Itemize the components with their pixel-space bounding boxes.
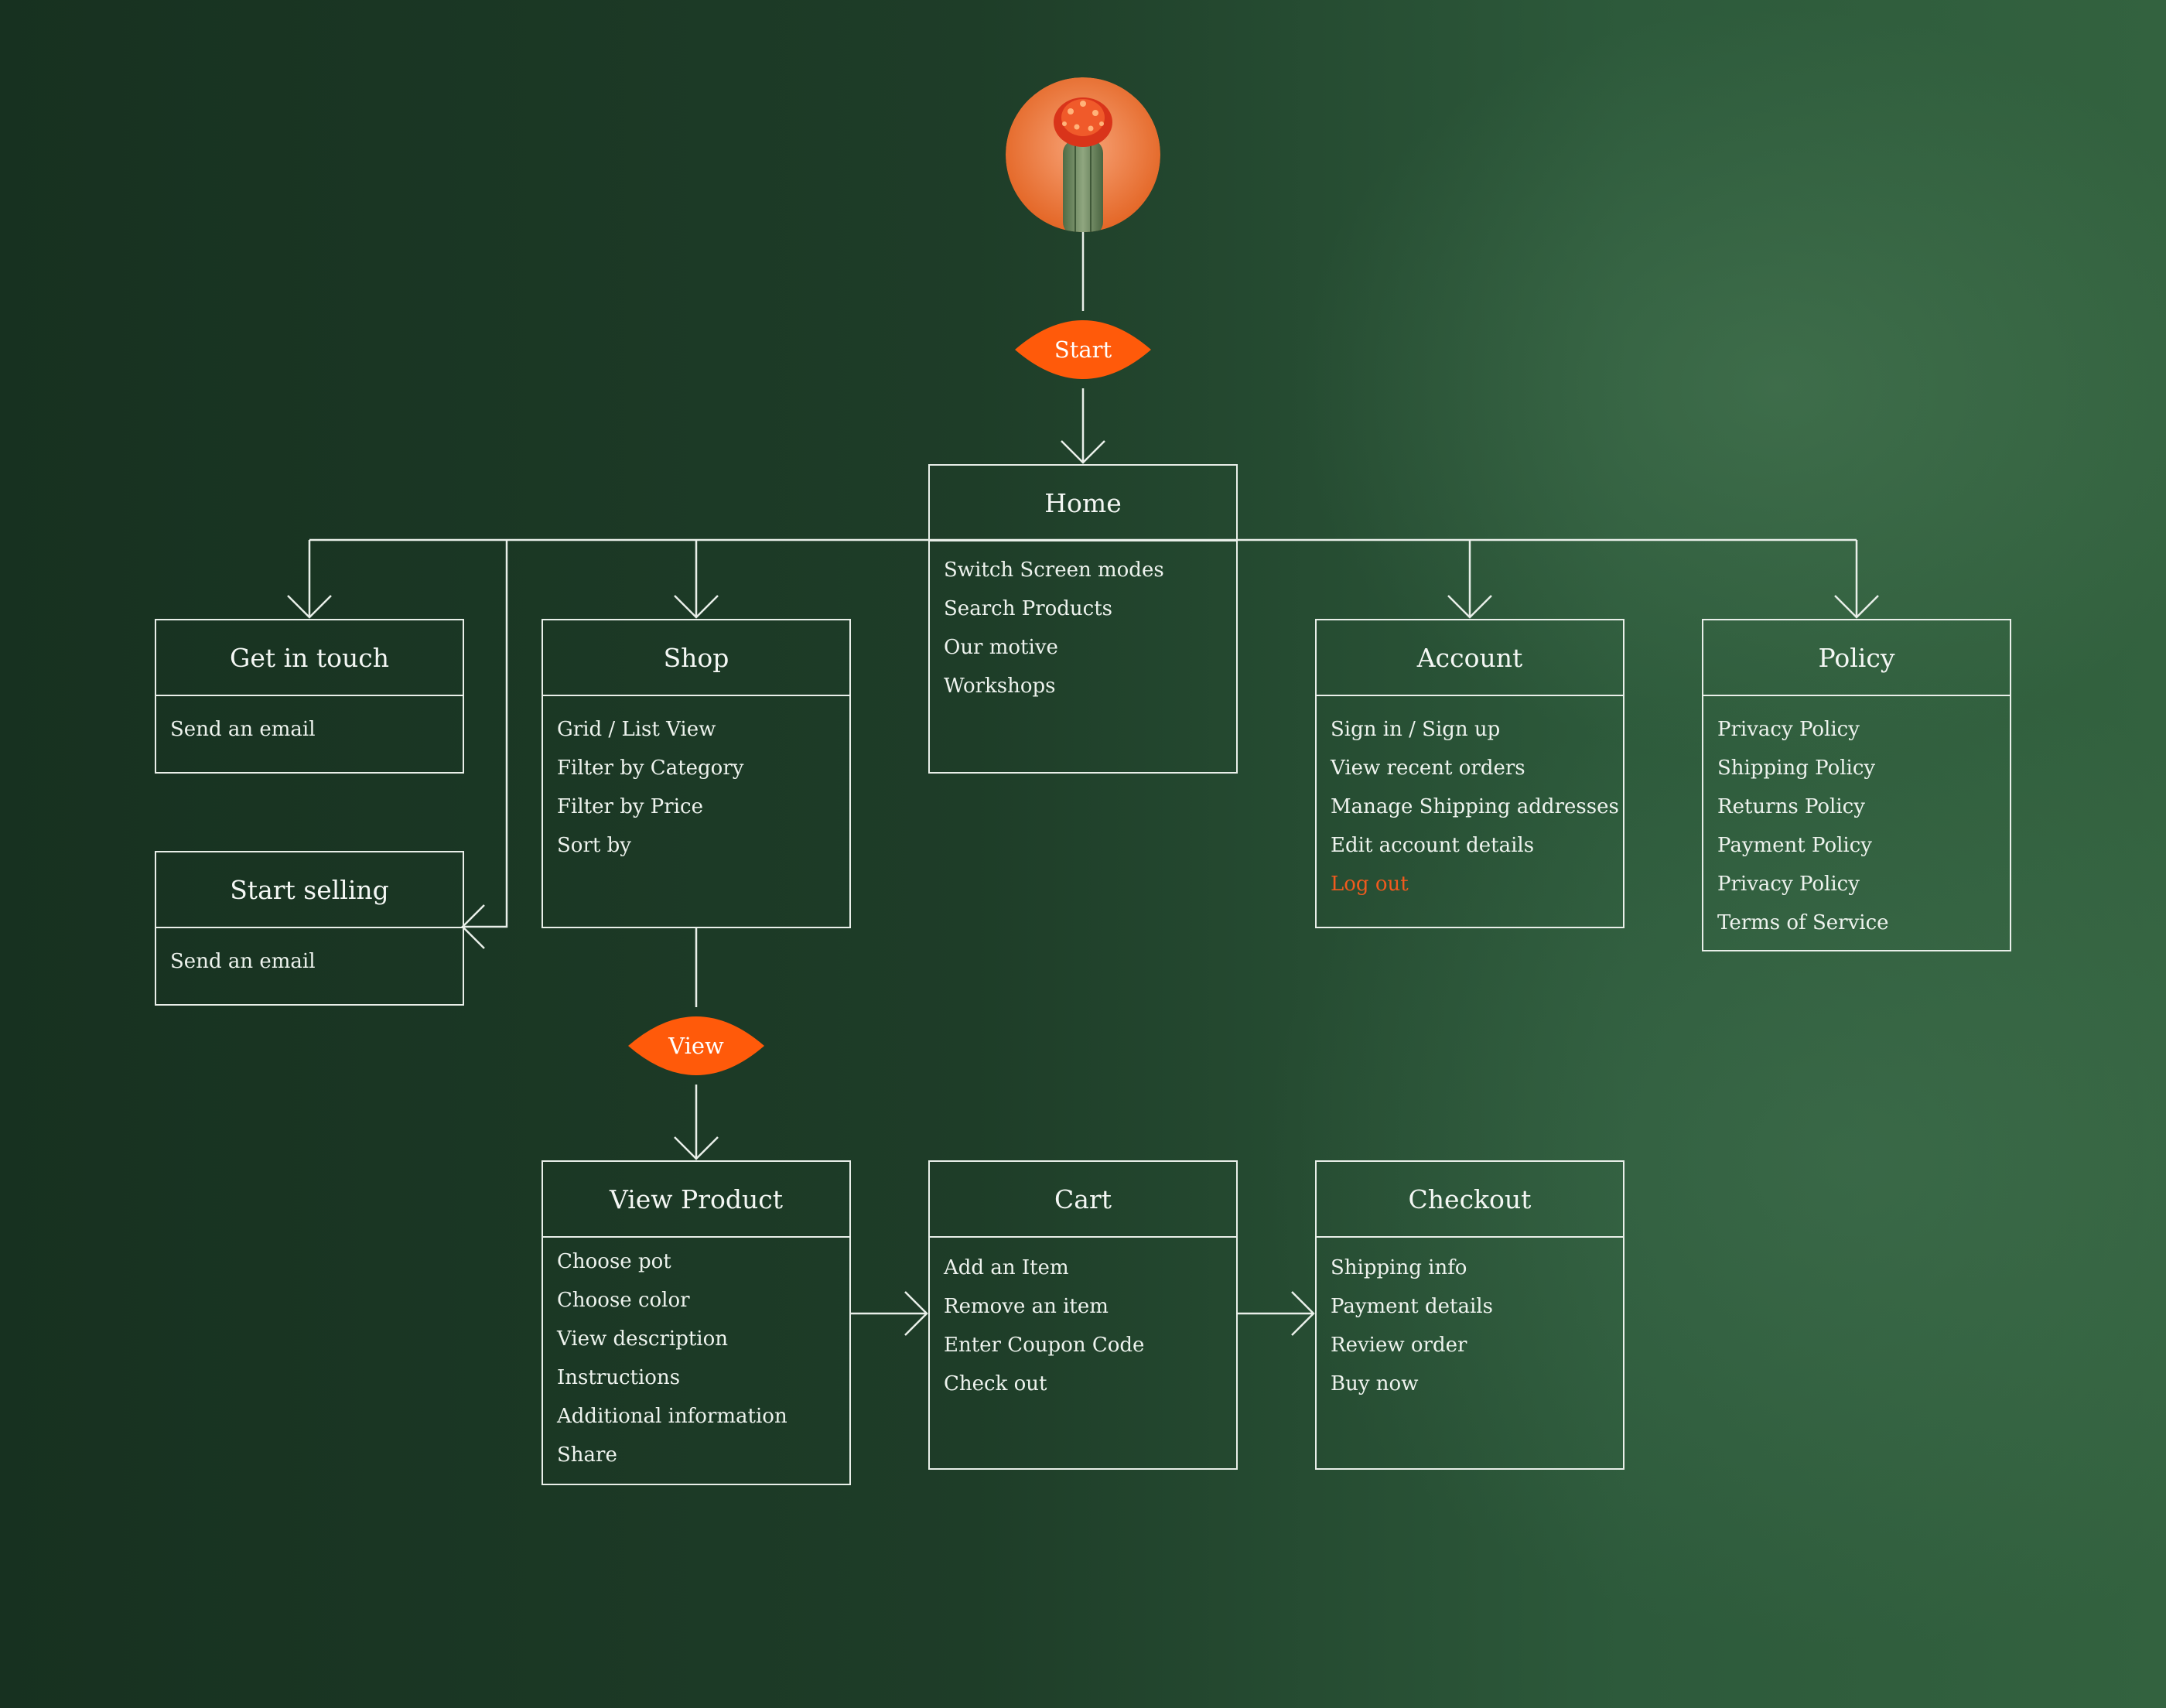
checkout-item-shipping-info: Shipping info (1331, 1249, 1623, 1287)
policy-items: Privacy Policy Shipping Policy Returns P… (1703, 696, 2010, 942)
cart-item-coupon: Enter Coupon Code (944, 1326, 1236, 1365)
policy-item-shipping: Shipping Policy (1717, 749, 2010, 787)
start-label: Start (1054, 336, 1112, 363)
view-product-item-view-description: View description (557, 1320, 849, 1358)
shop-item-sort-by: Sort by (557, 826, 849, 865)
policy-item-terms: Terms of Service (1717, 904, 2010, 942)
cart-item-add: Add an Item (944, 1249, 1236, 1287)
account-item-shipping-addresses: Manage Shipping addresses (1331, 787, 1623, 826)
shop-title: Shop (543, 620, 849, 696)
home-item-search-products: Search Products (944, 589, 1236, 628)
start-selling-box: Start selling Send an email (155, 851, 464, 1006)
home-item-our-motive: Our motive (944, 628, 1236, 667)
get-in-touch-item-send-email: Send an email (170, 710, 463, 749)
home-box: Home Switch Screen modes Search Products… (928, 464, 1238, 774)
home-item-workshops: Workshops (944, 667, 1236, 705)
view-product-box: View Product Choose pot Choose color Vie… (542, 1160, 851, 1485)
account-item-log-out: Log out (1331, 865, 1623, 904)
view-decision: View (628, 1007, 764, 1085)
get-in-touch-title: Get in touch (156, 620, 463, 696)
account-item-recent-orders: View recent orders (1331, 749, 1623, 787)
policy-item-privacy-2: Privacy Policy (1717, 865, 2010, 904)
checkout-item-buy-now: Buy now (1331, 1365, 1623, 1403)
cart-title: Cart (930, 1162, 1236, 1238)
policy-title: Policy (1703, 620, 2010, 696)
view-product-title: View Product (543, 1162, 849, 1238)
view-product-item-additional-info: Additional information (557, 1397, 849, 1436)
connector-start-selling (463, 540, 507, 927)
cart-box: Cart Add an Item Remove an item Enter Co… (928, 1160, 1238, 1470)
account-item-edit-details: Edit account details (1331, 826, 1623, 865)
view-label: View (668, 1033, 724, 1059)
policy-item-privacy: Privacy Policy (1717, 710, 2010, 749)
checkout-items: Shipping info Payment details Review ord… (1317, 1238, 1623, 1403)
checkout-item-review-order: Review order (1331, 1326, 1623, 1365)
cart-item-remove: Remove an item (944, 1287, 1236, 1326)
start-selling-title: Start selling (156, 852, 463, 928)
shop-items: Grid / List View Filter by Category Filt… (543, 696, 849, 865)
shop-item-filter-category: Filter by Category (557, 749, 849, 787)
checkout-box: Checkout Shipping info Payment details R… (1315, 1160, 1624, 1470)
account-item-sign-in: Sign in / Sign up (1331, 710, 1623, 749)
policy-item-payment: Payment Policy (1717, 826, 2010, 865)
cart-item-check-out: Check out (944, 1365, 1236, 1403)
account-box: Account Sign in / Sign up View recent or… (1315, 619, 1624, 928)
home-items: Switch Screen modes Search Products Our … (930, 541, 1236, 705)
start-decision: Start (1015, 311, 1151, 388)
view-product-item-choose-color: Choose color (557, 1281, 849, 1320)
start-selling-item-send-email: Send an email (170, 942, 463, 981)
view-product-item-choose-pot: Choose pot (557, 1242, 849, 1281)
home-title: Home (930, 466, 1236, 541)
view-product-items: Choose pot Choose color View description… (543, 1238, 849, 1474)
checkout-title: Checkout (1317, 1162, 1623, 1238)
account-items: Sign in / Sign up View recent orders Man… (1317, 696, 1623, 904)
shop-item-filter-price: Filter by Price (557, 787, 849, 826)
shop-box: Shop Grid / List View Filter by Category… (542, 619, 851, 928)
cactus-icon (1006, 77, 1160, 232)
start-selling-items: Send an email (156, 928, 463, 981)
account-title: Account (1317, 620, 1623, 696)
shop-item-grid-list-view: Grid / List View (557, 710, 849, 749)
get-in-touch-items: Send an email (156, 696, 463, 749)
get-in-touch-box: Get in touch Send an email (155, 619, 464, 774)
cart-items: Add an Item Remove an item Enter Coupon … (930, 1238, 1236, 1403)
policy-box: Policy Privacy Policy Shipping Policy Re… (1702, 619, 2011, 951)
checkout-item-payment-details: Payment details (1331, 1287, 1623, 1326)
view-product-item-instructions: Instructions (557, 1358, 849, 1397)
policy-item-returns: Returns Policy (1717, 787, 2010, 826)
home-item-switch-screen-modes: Switch Screen modes (944, 551, 1236, 589)
view-product-item-share: Share (557, 1436, 849, 1474)
